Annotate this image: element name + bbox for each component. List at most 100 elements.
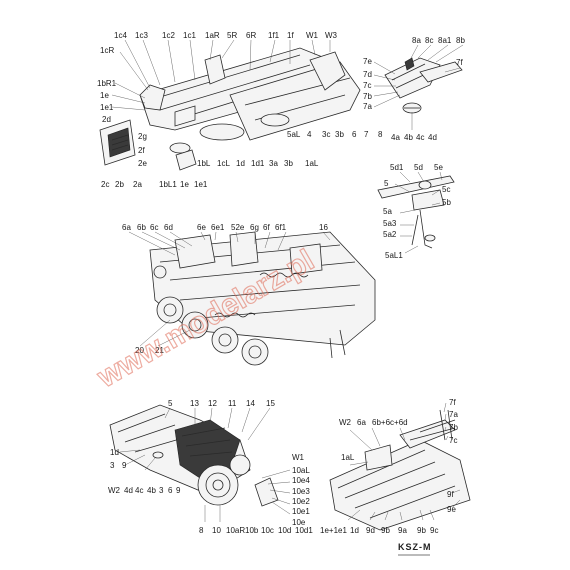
label-21: 21 [155, 346, 164, 355]
label-1f1: 1f1 [268, 31, 280, 40]
label-6b-a: 6b [137, 223, 146, 232]
label-9d: 9d [366, 526, 375, 535]
label-10aL: 10aL [292, 466, 310, 475]
label-3-a: 3 [110, 461, 115, 470]
label-1aR: 1aR [205, 31, 220, 40]
label-6c-a: 6c [150, 223, 158, 232]
label-8a1: 8a1 [438, 36, 452, 45]
label-5b: 5b [442, 198, 451, 207]
label-1aL-b: 1aL [341, 453, 355, 462]
label-1e-b: 1e [180, 180, 189, 189]
label-1c2: 1c2 [162, 31, 175, 40]
labels-group-4: 6a 6b 6c 6d 6e 6e1 52e 6g 6f 6f1 16 20 2… [122, 223, 328, 355]
label-6: 6 [352, 130, 357, 139]
label-5a3: 5a3 [383, 219, 397, 228]
label-13: 13 [190, 399, 199, 408]
label-5e: 5e [434, 163, 443, 172]
label-1aL: 1aL [305, 159, 319, 168]
label-1e1-a: 1e1 [100, 103, 114, 112]
label-1c1: 1c1 [183, 31, 196, 40]
label-14: 14 [246, 399, 255, 408]
label-6f: 6f [263, 223, 270, 232]
labels-group-1: 1c4 1c3 1c2 1c1 1aR 5R 6R 1f1 1f W1 W3 1… [97, 31, 383, 189]
label-10e3: 10e3 [292, 487, 310, 496]
label-3b-a: 3b [284, 159, 293, 168]
label-2f: 2f [138, 146, 145, 155]
label-5d1: 5d1 [390, 163, 404, 172]
label-12: 12 [208, 399, 217, 408]
label-8: 8 [378, 130, 383, 139]
label-5R: 5R [227, 31, 237, 40]
label-9f: 9f [447, 490, 454, 499]
label-5-b: 5 [168, 399, 173, 408]
label-5d: 5d [414, 163, 423, 172]
label-W1: W1 [306, 31, 319, 40]
label-9-a: 9 [122, 461, 127, 470]
label-10aR: 10aR [226, 526, 245, 535]
label-2a: 2a [133, 180, 142, 189]
label-1d-c: 1d [350, 526, 359, 535]
label-1bR1: 1bR1 [97, 79, 117, 88]
label-7f: 7f [456, 58, 463, 67]
label-7c-b: 7c [449, 436, 457, 445]
label-7d: 7d [363, 70, 372, 79]
label-1bL1: 1bL1 [159, 180, 177, 189]
label-6R: 6R [246, 31, 256, 40]
label-15: 15 [266, 399, 275, 408]
labels-group-3: 5d1 5d 5e 5 5c 5b 5a 5a3 5a2 5aL1 [383, 163, 451, 260]
label-9b-a: 9b [381, 526, 390, 535]
label-3-b: 3 [159, 486, 164, 495]
label-4b: 4b [404, 133, 413, 142]
label-1e1-b: 1e1 [194, 180, 208, 189]
label-9b-b: 9b [417, 526, 426, 535]
label-5aL1: 5aL1 [385, 251, 403, 260]
label-6a-a: 6a [122, 223, 131, 232]
label-10e1: 10e1 [292, 507, 310, 516]
label-1d1: 1d1 [251, 159, 265, 168]
labels-group-5: 5 13 12 11 14 15 1d 3 9 W2 4d 4c 4b 3 6 … [108, 399, 313, 535]
label-9-b: 9 [176, 486, 181, 495]
label-5a: 5a [383, 207, 392, 216]
label-3a: 3a [269, 159, 278, 168]
frame-assembly-top [99, 39, 361, 171]
label-4d: 4d [428, 133, 437, 142]
label-1cL: 1cL [217, 159, 230, 168]
label-3b-b: 3b [335, 130, 344, 139]
label-52e: 52e [231, 223, 245, 232]
label-7e: 7e [363, 57, 372, 66]
label-10: 10 [212, 526, 221, 535]
label-1cR: 1cR [100, 46, 114, 55]
label-10e4: 10e4 [292, 476, 310, 485]
label-1e-a: 1e [100, 91, 109, 100]
suspension-arm-assembly [377, 171, 455, 254]
label-10d1: 10d1 [295, 526, 313, 535]
label-1c3: 1c3 [135, 31, 148, 40]
label-11: 11 [228, 399, 237, 408]
label-W2-b: W2 [108, 486, 121, 495]
label-3c: 3c [322, 130, 330, 139]
label-6g: 6g [250, 223, 259, 232]
label-6b6c6d: 6b+6c+6d [372, 418, 408, 427]
label-6d-a: 6d [164, 223, 173, 232]
label-4c: 4c [416, 133, 424, 142]
label-7a: 7a [363, 102, 372, 111]
label-5c: 5c [442, 185, 450, 194]
label-5: 5 [384, 179, 389, 188]
label-4: 4 [307, 130, 312, 139]
label-7f-b: 7f [449, 398, 456, 407]
label-9a: 9a [398, 526, 407, 535]
label-6-b: 6 [168, 486, 173, 495]
label-1bL: 1bL [197, 159, 211, 168]
label-8-b: 8 [199, 526, 204, 535]
label-5a2: 5a2 [383, 230, 397, 239]
label-10d: 10d [278, 526, 291, 535]
label-1e-1e1: 1e+1e1 [320, 526, 347, 535]
front-frame-assembly-bottom [329, 402, 471, 531]
label-10b: 10b [245, 526, 259, 535]
label-2b: 2b [115, 180, 124, 189]
label-5aL: 5aL [287, 130, 301, 139]
label-2g: 2g [138, 132, 147, 141]
label-W3: W3 [325, 31, 338, 40]
labels-group-6: 7f 7a 7b 7c W2 6a 6b+6c+6d 1aL 9f 9e 1e+… [320, 398, 458, 535]
